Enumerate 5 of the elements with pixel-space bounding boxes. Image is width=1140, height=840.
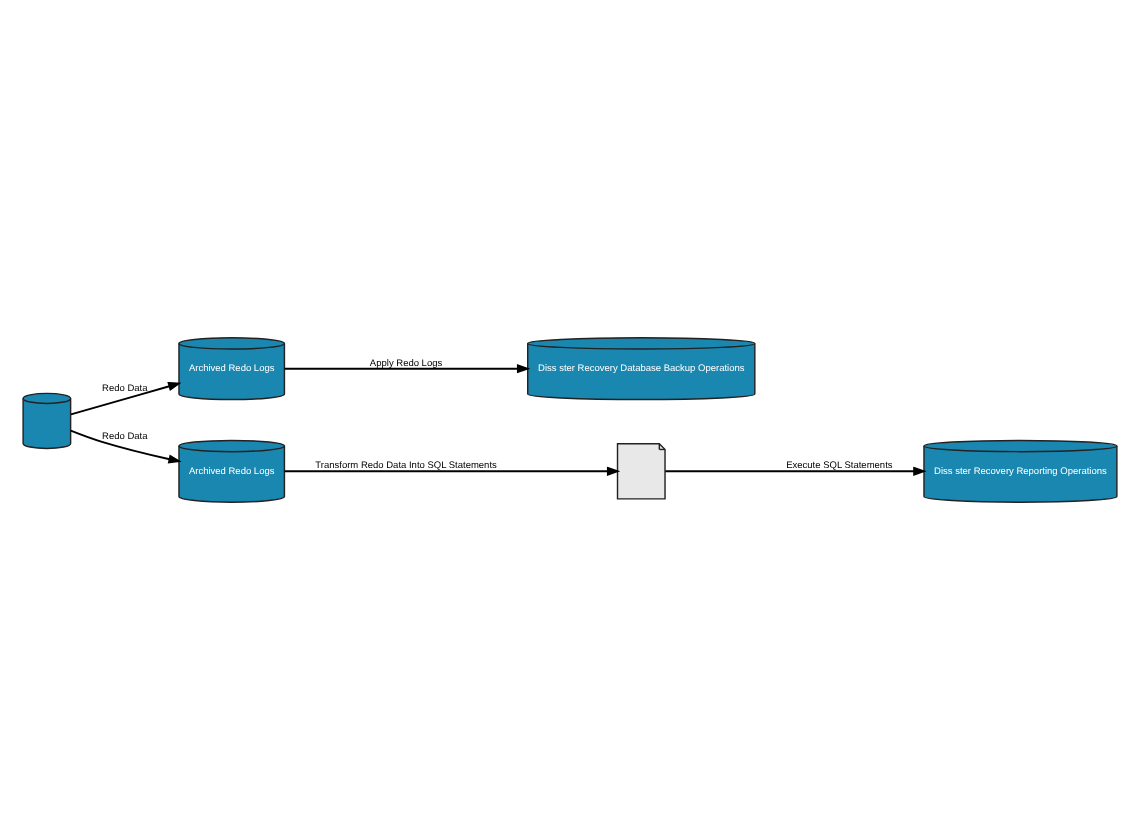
arrow xyxy=(283,466,621,476)
arrow xyxy=(283,364,531,374)
arrow xyxy=(69,429,182,464)
arrow xyxy=(664,466,927,476)
arrow xyxy=(70,381,182,416)
